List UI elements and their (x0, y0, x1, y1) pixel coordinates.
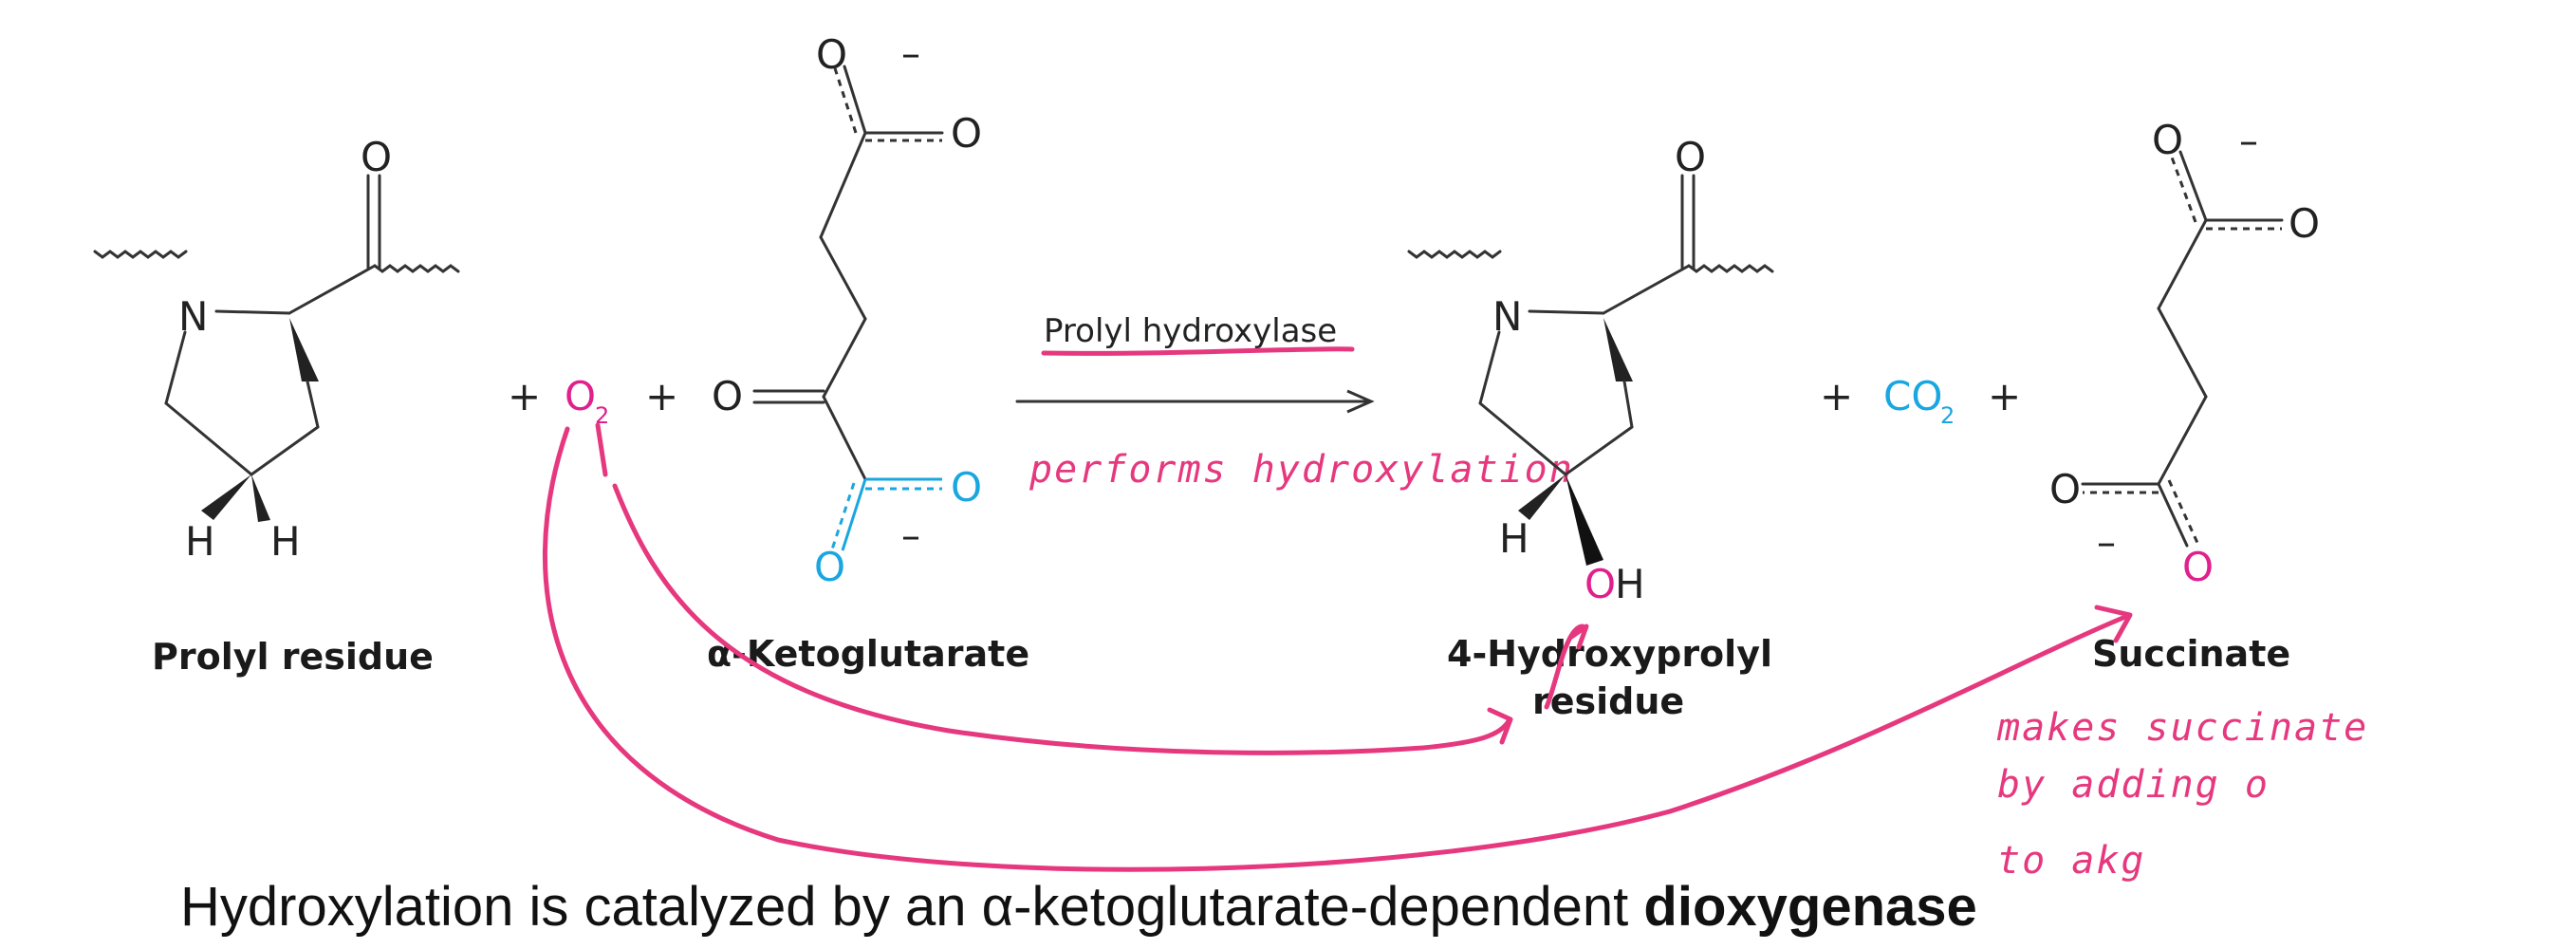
plus-4: + (1988, 373, 2021, 419)
akg-bottom-o2: O (814, 544, 845, 590)
o2-subscript: 2 (595, 402, 609, 429)
enzyme-underline (1041, 346, 1355, 356)
succinate-structure (2081, 150, 2284, 548)
akg-structure (752, 65, 944, 553)
o2-symbol: O (565, 373, 596, 419)
succinate-top-o2: O (2289, 200, 2320, 247)
annotation-arrows (543, 422, 2133, 872)
o2-to-hydroxyl-arrowhead (1487, 707, 1513, 745)
succinate-note-line1: makes succinate (1996, 706, 2368, 750)
akg-bottom-o1: O (951, 464, 982, 511)
caption-text: Hydroxylation is catalyzed by an α-ketog… (180, 876, 1644, 938)
arrow-note: performs hydroxylation (1029, 448, 1574, 492)
succinate-note-line3: to akg (1997, 839, 2146, 883)
hydroxyprolyl-carbonyl-o: O (1675, 134, 1706, 180)
plus-2: + (645, 373, 678, 419)
hydroxyprolyl-n-atom: N (1492, 293, 1522, 340)
plus-3: + (1820, 373, 1853, 419)
akg-top-o1: O (816, 31, 847, 78)
prolyl-residue-structure (93, 174, 460, 522)
akg-keto-o: O (712, 373, 743, 419)
o2-to-succinate-arrow (543, 426, 2128, 872)
hydroxyprolyl-h: H (1499, 515, 1529, 562)
o2-to-hydroxyl-arrow (612, 483, 1511, 755)
hash-wedge-bond (289, 318, 319, 381)
hydroxyprolyl-label-line1: 4-Hydroxyprolyl (1447, 633, 1772, 675)
succinate-note-line2: by adding o (1997, 763, 2270, 807)
hydroxyl-o: O (1585, 561, 1616, 607)
succinate-bottom-charge: – (2097, 521, 2116, 565)
enzyme-label: Prolyl hydroxylase (1044, 312, 1337, 350)
o2-to-succinate-arrowhead (2094, 605, 2133, 643)
co2-subscript: 2 (1940, 402, 1955, 429)
hydroxyl-circle-arrow (1544, 623, 1585, 710)
plus-1: + (508, 373, 541, 419)
hydroxyl-h: H (1615, 561, 1645, 607)
succinate-top-charge: – (2239, 120, 2258, 163)
succinate-label: Succinate (2092, 633, 2290, 675)
succinate-bottom-o1: O (2049, 466, 2081, 512)
o2-tick (595, 422, 608, 477)
hydroxyl-circle-arrowhead (1567, 623, 1589, 650)
akg-bottom-charge: – (901, 514, 920, 558)
co2-symbol: CO (1883, 373, 1942, 419)
caption-bold: dioxygenase (1643, 876, 1977, 938)
akg-top-o2: O (951, 110, 982, 157)
hydroxyprolyl-structure (1407, 174, 1774, 566)
succinate-bottom-o2: O (2182, 544, 2214, 590)
prolyl-residue-label: Prolyl residue (152, 636, 434, 678)
succinate-top-o1: O (2152, 117, 2183, 163)
figure-caption: Hydroxylation is catalyzed by an α-ketog… (180, 875, 1977, 939)
prolyl-h-right: H (270, 518, 301, 565)
akg-top-charge: – (901, 32, 920, 76)
hydroxyprolyl-label-line2: residue (1532, 680, 1684, 722)
prolyl-h-left: H (185, 518, 215, 565)
prolyl-carbonyl-o: O (361, 134, 392, 180)
akg-label: α-Ketoglutarate (707, 633, 1029, 675)
prolyl-n-atom: N (178, 293, 208, 340)
